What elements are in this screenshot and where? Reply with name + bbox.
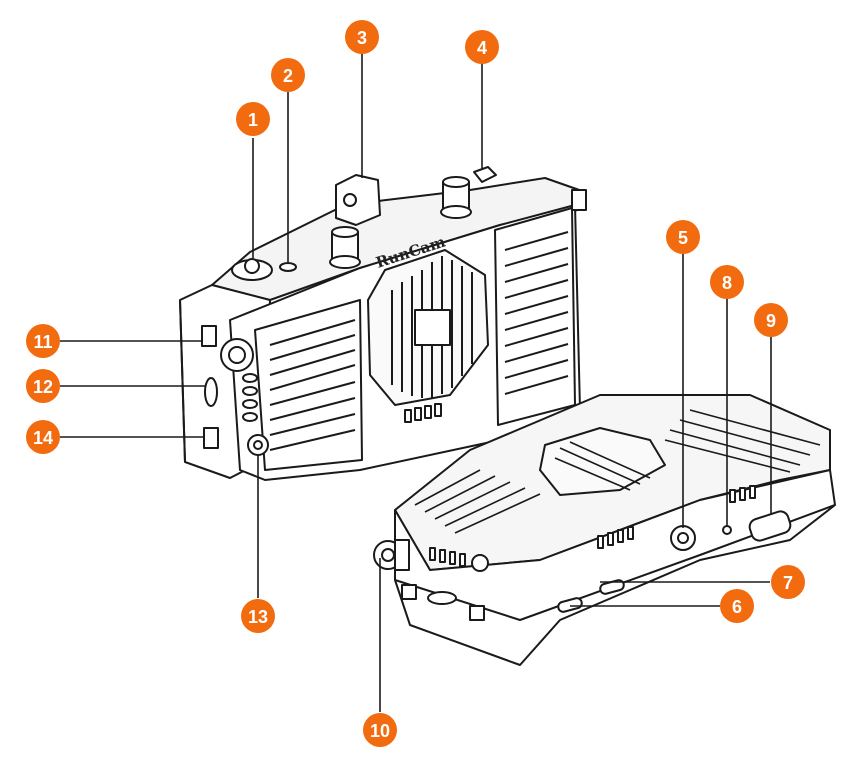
leader-lines: [60, 52, 772, 712]
sd-card-slot: [204, 377, 218, 407]
sma-antenna-connector-right: [440, 176, 472, 219]
callout-4: 4: [465, 30, 499, 64]
sma-antenna-connector-left: [329, 226, 361, 269]
sma-connector-rear: [373, 539, 410, 571]
led-indicator: [722, 525, 732, 535]
svg-text:14: 14: [33, 428, 53, 448]
usb-port-upper: [201, 325, 217, 347]
callout-1: 1: [236, 102, 270, 136]
callout-11: 11: [26, 324, 60, 358]
callout-2: 2: [271, 58, 305, 92]
hdmi-port: [748, 510, 792, 542]
usb-c-port-6: [557, 597, 583, 613]
callout-13: 13: [241, 599, 275, 633]
svg-text:8: 8: [722, 273, 732, 293]
svg-text:2: 2: [283, 66, 293, 86]
front-view-device: [179, 166, 587, 481]
svg-text:3: 3: [357, 28, 367, 48]
callout-7: 7: [771, 565, 805, 599]
svg-text:6: 6: [732, 597, 742, 617]
callout-10: 10: [363, 713, 397, 747]
svg-text:12: 12: [33, 377, 53, 397]
usb-port-lower: [203, 427, 219, 449]
svg-text:13: 13: [248, 607, 268, 627]
svg-text:11: 11: [33, 332, 52, 352]
small-button: [279, 262, 297, 272]
callout-12: 12: [26, 369, 60, 403]
svg-text:10: 10: [370, 721, 390, 741]
top-button: [473, 166, 497, 183]
callout-5: 5: [666, 220, 700, 254]
callout-8: 8: [710, 265, 744, 299]
svg-text:5: 5: [678, 228, 688, 248]
svg-text:9: 9: [766, 311, 776, 331]
antenna-mount-bracket: [335, 174, 381, 226]
callout-9: 9: [754, 303, 788, 337]
callout-6: 6: [720, 589, 754, 623]
callout-3: 3: [345, 20, 379, 54]
svg-text:4: 4: [477, 38, 487, 58]
rear-view-device: [373, 394, 836, 666]
svg-text:7: 7: [783, 573, 793, 593]
svg-text:1: 1: [248, 110, 258, 130]
callout-14: 14: [26, 420, 60, 454]
